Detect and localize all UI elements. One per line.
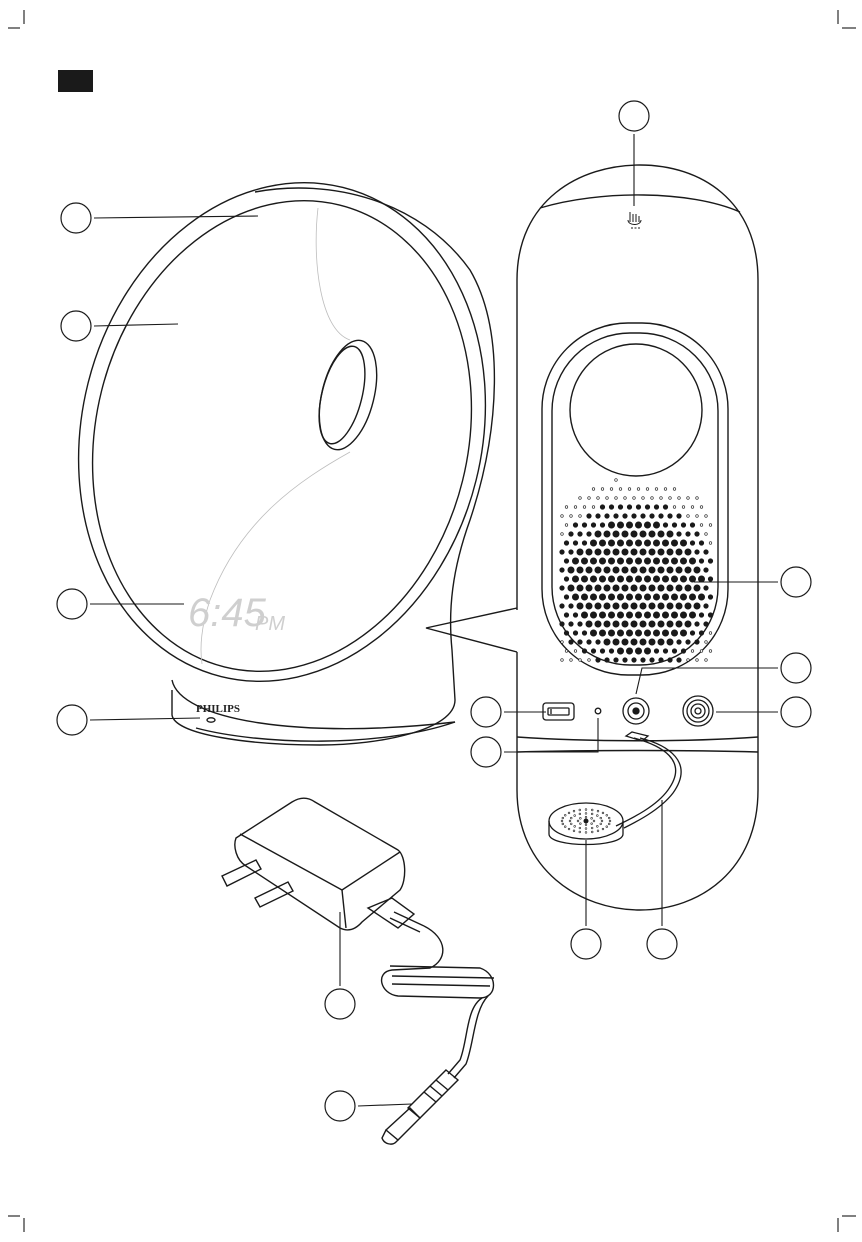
headphone-jack-icon xyxy=(683,696,713,726)
callout-11 xyxy=(571,840,601,959)
callout-8 xyxy=(716,697,811,727)
callout-5 xyxy=(619,101,649,206)
callout-circle xyxy=(619,101,649,131)
callout-circle xyxy=(781,567,811,597)
dc-power-socket-icon xyxy=(623,698,649,724)
led-indicator xyxy=(207,718,215,722)
callout-3 xyxy=(57,589,184,619)
callout-circle xyxy=(57,705,87,735)
callout-13 xyxy=(325,912,355,1019)
callout-leader-line xyxy=(504,718,598,752)
wall-plug-icon xyxy=(222,860,293,907)
dc-plug-icon xyxy=(382,1070,458,1144)
callout-leader-line xyxy=(94,324,178,326)
zoom-pointer xyxy=(426,608,517,652)
brand-logo: PHILIPS xyxy=(196,703,240,715)
usb-port-icon xyxy=(543,703,574,720)
clock-am-pm: PM xyxy=(255,613,285,635)
callout-14 xyxy=(325,1091,412,1121)
lamp-front xyxy=(27,139,537,745)
callout-circle xyxy=(471,737,501,767)
section-tab xyxy=(58,70,93,92)
callout-leader-line xyxy=(358,1104,412,1106)
callout-4 xyxy=(57,705,200,735)
fm-antenna xyxy=(549,732,681,845)
callout-circle xyxy=(471,697,501,727)
lamp-back-view xyxy=(426,165,758,910)
callout-12 xyxy=(647,800,677,959)
round-window xyxy=(570,344,702,476)
rear-ports xyxy=(543,696,713,726)
crop-mark-icon xyxy=(8,10,856,1232)
callout-circle xyxy=(325,1091,355,1121)
callout-circle xyxy=(57,589,87,619)
callout-leader-line xyxy=(636,668,778,694)
callout-2 xyxy=(61,311,178,341)
antenna-puck-holes xyxy=(561,809,611,834)
callout-6 xyxy=(694,567,811,597)
callout-leader-line xyxy=(90,718,200,720)
callout-layer xyxy=(57,101,811,1121)
callout-9 xyxy=(471,697,546,727)
callout-circle xyxy=(781,653,811,683)
callout-circle xyxy=(571,929,601,959)
callout-circle xyxy=(325,989,355,1019)
callout-circle xyxy=(781,697,811,727)
callout-1 xyxy=(61,203,258,233)
power-adapter xyxy=(222,798,494,1144)
callout-circle xyxy=(61,203,91,233)
reset-hole xyxy=(595,708,601,714)
speaker-grille-icon xyxy=(560,479,713,663)
callout-circle xyxy=(61,311,91,341)
callout-circle xyxy=(647,929,677,959)
hand-sensor-icon xyxy=(628,212,641,228)
